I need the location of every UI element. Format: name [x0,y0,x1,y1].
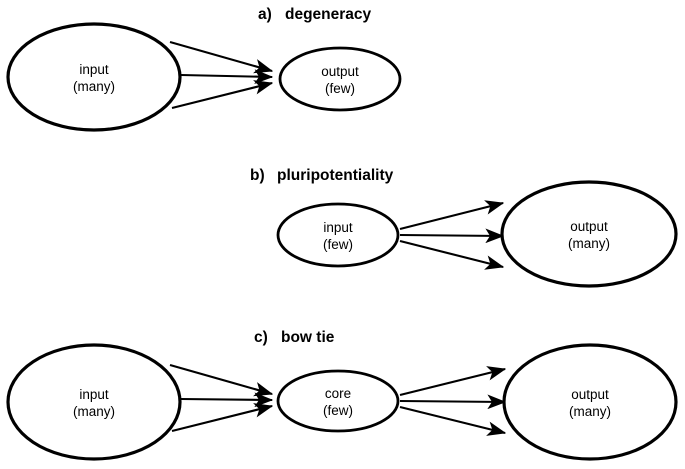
edge-arrow-top [399,200,505,231]
output-label-line2: (few) [325,81,355,96]
panel-a-edges [169,40,274,110]
panel-c-letter: c) [254,329,268,346]
edge-arrow-out-bottom [399,405,507,436]
input-ellipse [276,202,400,268]
panel-c-edges-out [399,366,507,436]
core-label-line1: core [325,386,351,401]
input-label-line1: input [79,62,109,77]
panel-b-node-output: output (many) [500,180,678,288]
output-label-line1: output [571,387,609,402]
panel-c-node-output: output (many) [502,343,678,461]
panel-a: a) degeneracy input (many) output (few) [6,6,402,132]
input-label-line1: input [323,220,353,235]
panel-b-node-input: input (few) [276,202,400,268]
edge-arrow-middle [399,228,505,244]
input-label-line2: (few) [323,237,353,252]
panel-c: c) bow tie input (many) core (few) [6,329,678,461]
panel-b: b) pluripotentiality input (few) output … [250,167,678,288]
edge-arrow-top [169,40,274,74]
input-ellipse [6,343,182,461]
input-ellipse [6,22,182,132]
input-label-line2: (many) [73,404,115,419]
edge-arrow-in-middle [180,392,274,408]
output-label-line2: (many) [568,236,610,251]
panel-c-node-core: core (few) [276,369,400,433]
edge-arrow-bottom [399,239,505,270]
edge-arrow-middle [180,69,274,84]
edge-arrow-out-middle [399,394,507,410]
panel-c-title: bow tie [281,329,335,346]
panel-a-node-input: input (many) [6,22,182,132]
output-ellipse [500,180,678,288]
panel-a-letter: a) [258,6,272,23]
panel-c-node-input: input (many) [6,343,182,461]
input-label-line2: (many) [73,79,115,94]
edge-arrow-out-top [399,366,507,397]
core-label-line2: (few) [323,403,353,418]
panel-a-title: degeneracy [285,6,372,23]
output-label-line2: (many) [569,404,611,419]
output-label-line1: output [570,219,608,234]
panel-b-letter: b) [250,167,265,184]
output-ellipse [502,343,678,461]
panel-b-edges [399,200,505,270]
edge-arrow-bottom [171,80,274,110]
edge-arrow-in-top [169,363,274,397]
edge-arrow-in-bottom [171,403,274,433]
output-label-line1: output [321,64,359,79]
output-ellipse [278,46,402,112]
input-label-line1: input [79,387,109,402]
panel-c-edges-in [169,363,274,433]
panel-b-title: pluripotentiality [277,167,394,184]
panel-a-node-output: output (few) [278,46,402,112]
core-ellipse [276,369,400,433]
